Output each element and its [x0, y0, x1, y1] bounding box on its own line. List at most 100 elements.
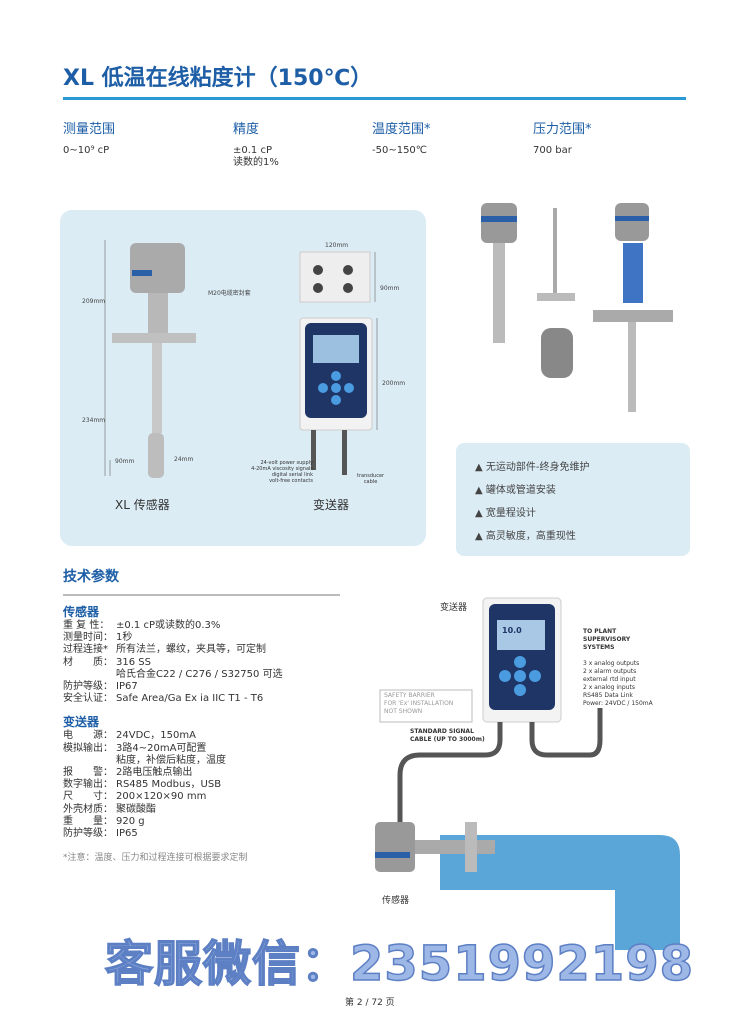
barrier-line: FOR 'Ex' INSTALLATION	[384, 700, 454, 707]
spec-row: 尺 寸：200×120×90 mm	[63, 791, 283, 803]
spec-value: Safe Area/Ga Ex ia IIC T1 - T6	[116, 693, 264, 705]
spec-row: 电 源：24VDC，150mA	[63, 730, 283, 742]
feature-item: ▲ 无运动部件-终身免维护	[475, 462, 590, 473]
spec-value: IP67	[116, 681, 138, 693]
plant-line: SYSTEMS	[583, 644, 615, 651]
dim-height: 200mm	[382, 380, 406, 387]
spec-value: 1秒	[116, 632, 133, 644]
dim-depth: 90mm	[380, 285, 400, 292]
spec-key: 电 源：	[63, 730, 113, 742]
tech-heading: 技术参数	[63, 569, 119, 585]
dimension-panel: 209mm 234mm 90mm 24mm 120mm 90mm 200mm M…	[60, 210, 426, 546]
sensor-spec-list: 传感器 重 复 性： ±0.1 cP或读数的0.3%测量时间：1秒过程连接* 所有法…	[63, 603, 283, 840]
transmitter-section-title: 变送器	[63, 715, 100, 730]
feature-item: ▲ 高灵敏度，高重现性	[475, 531, 576, 542]
dim-234: 234mm	[82, 417, 106, 424]
transducer-line: cable	[363, 479, 378, 485]
spec-value-pressure: 700 bar	[533, 145, 572, 156]
sensor-section-title: 传感器	[63, 605, 100, 619]
spec-key: 测量时间：	[63, 632, 113, 644]
spec-row: 过程连接* 所有法兰，螺纹，夹具等，可定制	[63, 644, 283, 656]
output-line: Power: 24VDC / 150mA	[583, 700, 653, 707]
transducer-line: transducer	[357, 473, 385, 479]
cable-gland-label: M20电缆密封套	[208, 290, 251, 297]
spec-value: 920 g	[116, 815, 145, 827]
barrier-line: SAFETY BARRIER	[384, 692, 435, 699]
cable-line: STANDARD SIGNAL	[410, 728, 474, 735]
spec-label-accuracy: 精度	[233, 122, 260, 137]
accuracy-line2: 读数的1%	[233, 157, 279, 168]
spec-value: IP65	[116, 828, 138, 840]
watermark: 客服微信：2351992198	[104, 936, 694, 992]
spec-key: 尺 寸：	[63, 791, 113, 803]
spec-value: 3路4~20mA可配置	[116, 742, 207, 754]
spec-value-range: 0~10⁹ cP	[63, 145, 110, 156]
cable-line: CABLE (UP TO 3000m)	[410, 736, 485, 743]
spec-value: 2路电压触点输出	[116, 767, 193, 779]
spec-row: 重 量：920 g	[63, 816, 283, 828]
dim-dia: 24mm	[174, 456, 194, 463]
plant-line: SUPERVISORY	[583, 636, 631, 643]
output-line: 2 x alarm outputs	[583, 668, 637, 675]
dim-width: 120mm	[325, 242, 349, 249]
spec-key: 安全认证：	[63, 693, 113, 705]
spec-key: 重 复 性：	[63, 620, 110, 631]
output-line: external rtd input	[583, 676, 636, 683]
spec-row: 模拟输出：3路4~20mA可配置	[63, 743, 283, 755]
spec-key	[63, 755, 116, 767]
spec-row: 报 警：2路电压触点输出	[63, 767, 283, 779]
output-line: 3 x analog outputs	[583, 660, 640, 667]
spec-key: 防护等级：	[63, 828, 113, 840]
spec-label-temp: 温度范围*	[372, 122, 431, 137]
page-number: 第 2 / 72 页	[345, 998, 395, 1008]
spec-row: 数字输出：RS485 Modbus，USB	[63, 779, 283, 791]
spec-key: 数字输出：	[63, 779, 113, 791]
dimension-drawing	[104, 240, 378, 478]
spec-row: 测量时间：1秒	[63, 632, 283, 644]
barrier-line: NOT SHOWN	[384, 708, 423, 715]
spec-key: 模拟输出：	[63, 742, 113, 754]
install-transmitter-label: 变送器	[440, 603, 468, 613]
spec-row: 防护等级：IP65	[63, 828, 283, 840]
spec-value: 粘度，补偿后粘度，温度	[116, 754, 226, 766]
spec-value: 24VDC，150mA	[116, 730, 196, 742]
spec-row: 哈氏合金C22 / C276 / S32750 可选	[63, 669, 283, 681]
plant-line: TO PLANT	[583, 628, 617, 635]
power-notes: 24-volt power supply 4-20mA viscosity si…	[245, 460, 313, 484]
spec-value: RS485 Modbus，USB	[116, 779, 222, 791]
spec-key	[63, 669, 116, 681]
page-title: XL 低温在线粘度计（150℃）	[63, 66, 373, 91]
spec-value: 200×120×90 mm	[116, 791, 207, 803]
spec-label-pressure: 压力范围*	[533, 122, 592, 137]
spec-value-temp: -50~150℃	[372, 145, 428, 156]
dim-tip: 90mm	[115, 458, 135, 465]
footnote: *注意：温度、压力和过程连接可根据要求定制	[63, 853, 248, 863]
install-sensor-label: 传感器	[382, 896, 410, 906]
sensor-caption: XL 传感器	[115, 498, 170, 512]
power-note: 24-volt power supply	[260, 460, 313, 466]
spec-value: ±0.1 cP或读数的0.3%	[116, 620, 221, 631]
spec-key: 过程连接*	[63, 644, 108, 656]
spec-row: 防护等级：IP67	[63, 681, 283, 693]
spec-key: 报 警：	[63, 767, 113, 779]
power-note: volt-free contacts	[269, 478, 313, 484]
outputs-list: 3 x analog outputs 2 x alarm outputs ext…	[583, 660, 653, 708]
spec-row: 重 复 性： ±0.1 cP或读数的0.3%	[63, 620, 283, 632]
power-note: 4-20mA viscosity signals	[251, 466, 313, 472]
spec-key: 防护等级：	[63, 681, 113, 693]
spec-label-range: 测量范围	[63, 122, 116, 137]
transmitter-caption: 变送器	[313, 498, 350, 512]
spec-key: 材 质：	[63, 656, 113, 668]
spec-value: 所有法兰，螺纹，夹具等，可定制	[116, 644, 266, 656]
spec-row: 材 质：316 SS	[63, 657, 283, 669]
spec-row: 粘度，补偿后粘度，温度	[63, 755, 283, 767]
features-box: ▲ 无运动部件-终身免维护 ▲ 罐体或管道安装 ▲ 宽量程设计 ▲ 高灵敏度，高…	[456, 443, 690, 556]
feature-item: ▲ 宽量程设计	[475, 508, 536, 519]
safety-barrier-note: SAFETY BARRIER FOR 'Ex' INSTALLATION NOT…	[384, 692, 453, 716]
spec-key: 重 量：	[63, 815, 113, 827]
plant-systems-label: TO PLANT SUPERVISORY SYSTEMS	[583, 628, 630, 652]
spec-value: 哈氏合金C22 / C276 / S32750 可选	[116, 668, 283, 680]
title-rule	[63, 97, 686, 100]
signal-cable-label: STANDARD SIGNAL CABLE (UP TO 3000m)	[410, 728, 485, 744]
